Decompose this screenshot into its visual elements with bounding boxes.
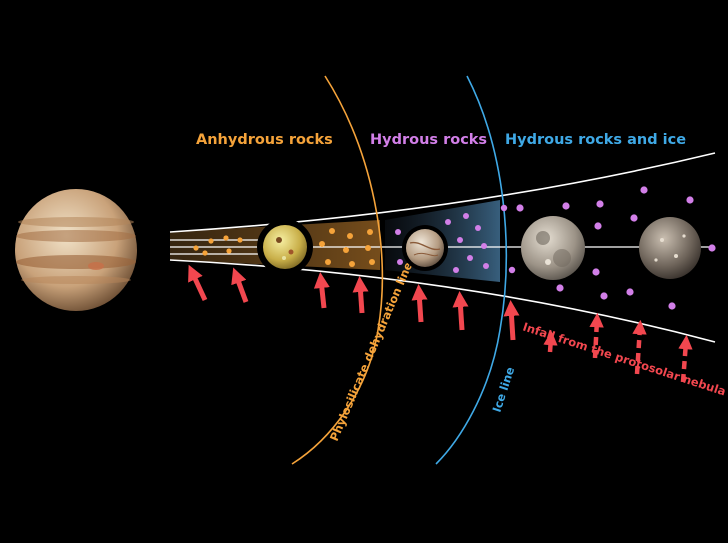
particle: [347, 233, 353, 239]
arrow-icon: [188, 264, 208, 302]
particle: [223, 235, 229, 241]
particle: [365, 245, 371, 251]
particle: [226, 248, 232, 254]
particle: [562, 202, 570, 210]
particle: [483, 263, 489, 269]
disk-upper-edge: [169, 152, 716, 233]
infall-label: Infall from the protosolar nebula: [521, 320, 728, 399]
particle: [481, 243, 487, 249]
io-icon: [257, 219, 313, 275]
particle: [500, 204, 508, 212]
particle: [202, 250, 208, 256]
particle: [594, 222, 602, 230]
particle: [325, 259, 331, 265]
anhydrous-particles: [193, 228, 375, 267]
particle: [640, 186, 648, 194]
dehydration-line-label: Phylosilicate dehydration line: [327, 260, 415, 444]
particle: [508, 266, 516, 274]
particle: [349, 261, 355, 267]
particle: [445, 219, 451, 225]
arrow-icon: [411, 284, 428, 323]
arrow-icon: [589, 312, 604, 359]
particle: [237, 237, 243, 243]
arrow-icon: [632, 319, 647, 375]
hydrous-particles: [395, 186, 716, 310]
particle: [397, 259, 403, 265]
particle: [457, 237, 463, 243]
particle: [516, 204, 524, 212]
arrow-icon: [678, 334, 693, 383]
jupiter-icon: [15, 189, 137, 311]
anhydrous-rocks-label: Anhydrous rocks: [196, 132, 333, 148]
particle: [329, 228, 335, 234]
arrow-icon: [543, 330, 558, 353]
particle: [395, 229, 401, 235]
dehydration-line-arc: [291, 75, 384, 465]
particle: [208, 238, 214, 244]
ice-line-arc: [435, 75, 508, 465]
europa-icon: [402, 225, 448, 271]
hydrous-rocks-and-ice-label: Hydrous rocks and ice: [505, 132, 686, 148]
particle: [319, 241, 325, 247]
arrow-icon: [313, 272, 330, 309]
arrow-icon: [452, 291, 469, 331]
particle: [668, 302, 676, 310]
dashed-infall-arrows: [543, 312, 693, 383]
particle: [475, 225, 481, 231]
particle: [467, 255, 473, 261]
particle: [453, 267, 459, 273]
particle: [463, 213, 469, 219]
hydrous-rocks-label: Hydrous rocks: [370, 132, 487, 148]
particle: [686, 196, 694, 204]
infall-arrows: [188, 264, 520, 341]
particle: [708, 244, 716, 252]
particle: [596, 200, 604, 208]
arrow-icon: [503, 300, 520, 341]
particle: [626, 288, 634, 296]
particle: [630, 214, 638, 222]
callisto-icon: [639, 217, 701, 279]
arrow-icon: [231, 267, 249, 303]
particle: [600, 292, 608, 300]
particle: [556, 284, 564, 292]
particle: [592, 268, 600, 276]
arrow-icon: [352, 276, 369, 314]
particle: [367, 229, 373, 235]
particle: [193, 245, 199, 251]
particle: [343, 247, 349, 253]
ganymede-icon: [521, 216, 585, 280]
ice-line-label: Ice line: [490, 365, 518, 414]
particle: [369, 259, 375, 265]
